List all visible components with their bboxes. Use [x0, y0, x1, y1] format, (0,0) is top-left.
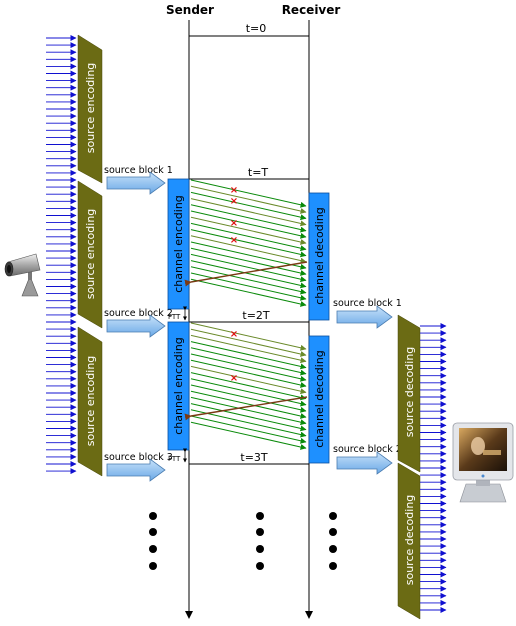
- output-arrows: [420, 326, 446, 610]
- time-label-t3: t=3T: [240, 451, 268, 464]
- source-decoding-label-2: source decoding: [403, 495, 416, 586]
- input-arrows: [46, 38, 76, 471]
- source-encoding-label-2: source encoding: [84, 209, 97, 300]
- time-label-t2: t=2T: [242, 309, 270, 322]
- sender-block-label-3: source block 3: [104, 452, 173, 463]
- source-encoding-label-1: source encoding: [84, 63, 97, 154]
- channel-encoding-label-2: channel encoding: [172, 337, 185, 435]
- time-label-t0: t=0: [246, 22, 267, 35]
- receiver-block-label-2: source block 2: [333, 444, 402, 455]
- loss-mark: ×: [230, 218, 238, 229]
- sender-block-label-1: source block 1: [104, 165, 173, 176]
- ftt-label-2: FTT: [168, 455, 181, 463]
- packet-arrows-block-2: [191, 323, 306, 448]
- channel-decoding-label-1: channel decoding: [313, 207, 326, 305]
- sender-label: Sender: [166, 3, 214, 17]
- receiver-block-arrow-1: [337, 306, 392, 328]
- sender-block-label-2: source block 2: [104, 308, 173, 319]
- camera-icon: [5, 254, 40, 296]
- time-label-t1: t=T: [248, 166, 269, 179]
- loss-mark: ×: [230, 373, 238, 384]
- source-encoding-label-3: source encoding: [84, 356, 97, 447]
- packet-arrows-block-1: [191, 180, 306, 305]
- channel-decoding-label-2: channel decoding: [313, 350, 326, 448]
- loss-mark: ×: [230, 196, 238, 207]
- loss-mark: ×: [230, 329, 238, 340]
- receiver-block-arrow-2: [337, 452, 392, 474]
- channel-encoding-label-1: channel encoding: [172, 195, 185, 293]
- loss-mark: ×: [230, 235, 238, 246]
- loss-mark: ×: [230, 185, 238, 196]
- ftt-label-1: FTT: [168, 313, 181, 321]
- receiver-block-label-1: source block 1: [333, 298, 402, 309]
- receiver-label: Receiver: [282, 3, 341, 17]
- monitor-icon: [453, 423, 513, 502]
- source-decoding-label-1: source decoding: [403, 347, 416, 438]
